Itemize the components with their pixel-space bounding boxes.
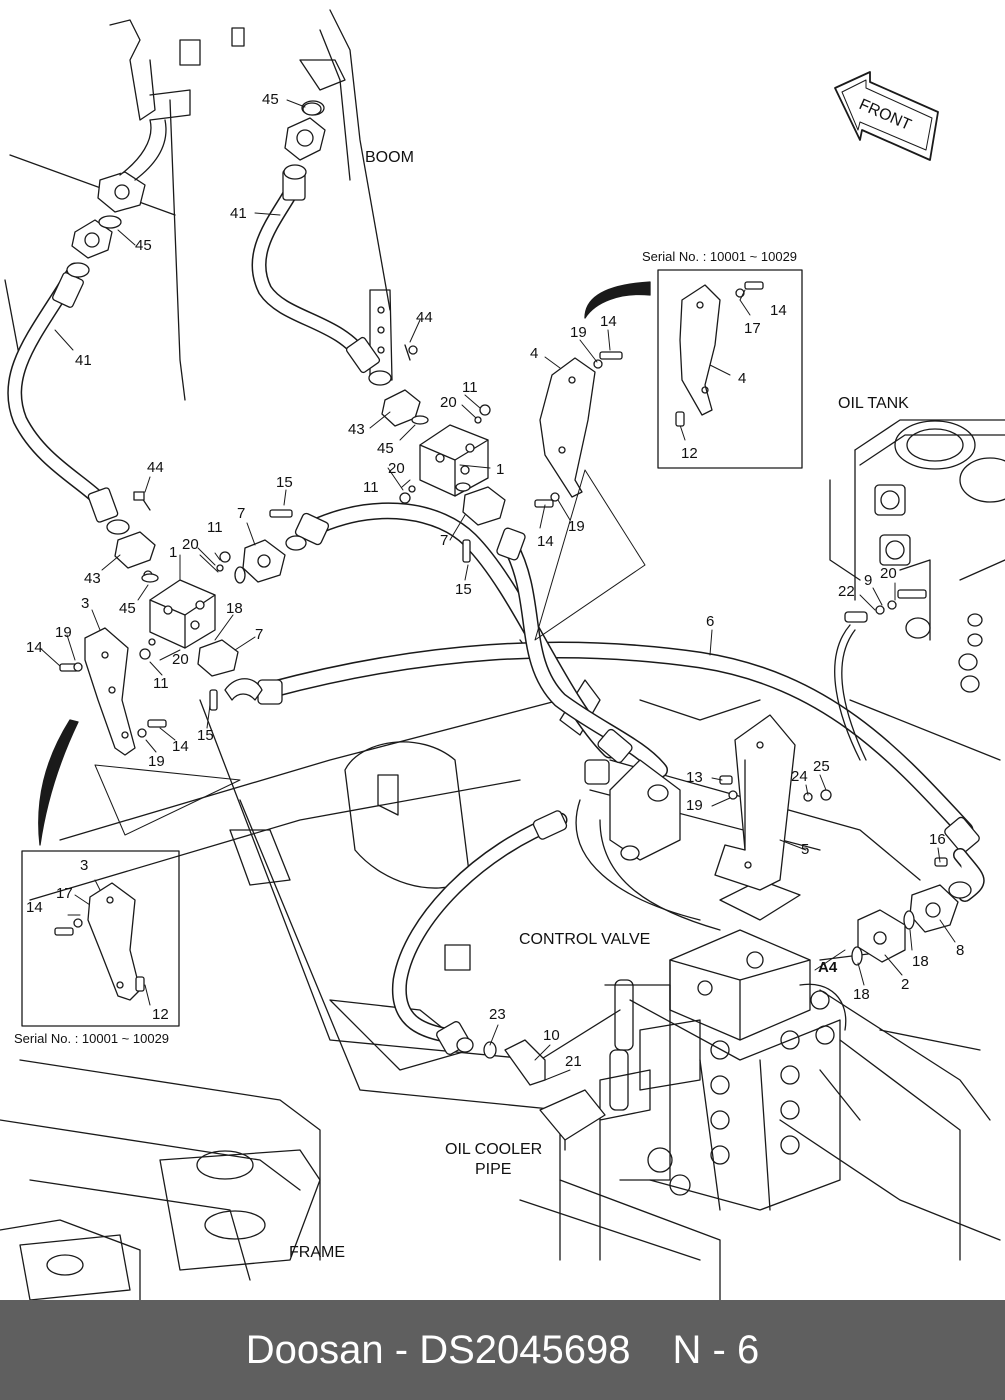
callout-16: 16	[929, 831, 946, 848]
oil-tank-label: OIL TANK	[838, 395, 909, 412]
callout-2: 2	[901, 976, 909, 993]
callout-18: 18	[912, 953, 929, 970]
callout-10: 10	[543, 1027, 560, 1044]
callout-7: 7	[255, 626, 263, 643]
callout-45: 45	[135, 237, 152, 254]
callout-14: 14	[172, 738, 189, 755]
callout-21: 21	[565, 1053, 582, 1070]
callout-19: 19	[148, 753, 165, 770]
hoses	[7, 177, 974, 1043]
control-valve	[599, 929, 847, 1211]
callout-11: 11	[153, 675, 169, 692]
fittings	[52, 164, 985, 1055]
callout-44: 44	[147, 459, 164, 476]
callout-19: 19	[686, 797, 703, 814]
callout-43: 43	[348, 421, 365, 438]
callout-13: 13	[686, 769, 703, 786]
callout-5: 5	[801, 841, 809, 858]
callout-45: 45	[377, 440, 394, 457]
footer-bar: Doosan - DS2045698 N - 6	[0, 1300, 1005, 1400]
callout-14: 14	[26, 639, 43, 656]
callout-4: 4	[530, 345, 538, 362]
inset-top	[584, 269, 803, 469]
callout-41: 41	[75, 352, 92, 369]
callout-18: 18	[853, 986, 870, 1003]
label-layer: BOOM OIL TANK CONTROL VALVE OIL COOLER P…	[14, 91, 964, 1261]
callout-12: 12	[152, 1006, 169, 1023]
callout-41: 41	[230, 205, 247, 222]
callout-7: 7	[440, 532, 448, 549]
callout-17: 17	[56, 885, 73, 902]
callout-23: 23	[489, 1006, 506, 1023]
callout-6: 6	[706, 613, 714, 630]
callout-8: 8	[956, 942, 964, 959]
callout-45: 45	[262, 91, 279, 108]
boom-label: BOOM	[365, 149, 414, 166]
footer-separator: -	[394, 1327, 409, 1372]
callout-20: 20	[182, 536, 199, 553]
callout-9: 9	[864, 572, 872, 589]
callout-14: 14	[770, 302, 787, 319]
callout-22: 22	[838, 583, 855, 600]
boom-structure	[109, 9, 393, 381]
callout-15: 15	[197, 727, 214, 744]
leader-lines	[39, 99, 956, 1081]
callout-25: 25	[813, 758, 830, 775]
part-number: DS2045698	[419, 1327, 631, 1372]
callout-11: 11	[462, 379, 478, 396]
oil-tank	[829, 419, 1005, 693]
callout-20: 20	[880, 565, 897, 582]
frame-label: FRAME	[289, 1244, 345, 1261]
callout-1: 1	[169, 544, 177, 561]
callout-43: 43	[84, 570, 101, 587]
callout-17: 17	[744, 320, 761, 337]
callout-45: 45	[119, 600, 136, 617]
callout-18: 18	[226, 600, 243, 617]
callout-1: 1	[496, 461, 504, 478]
callout-4: 4	[738, 370, 746, 387]
callout-12: 12	[681, 445, 698, 462]
callout-19: 19	[570, 324, 587, 341]
control-valve-label: CONTROL VALVE	[519, 931, 650, 948]
callout-15: 15	[276, 474, 293, 491]
callout-11: 11	[207, 519, 223, 536]
callout-44: 44	[416, 309, 433, 326]
oil-cooler-pipe-label: PIPE	[475, 1161, 511, 1178]
inset-bottom	[21, 719, 180, 1027]
callout-19: 19	[55, 624, 72, 641]
hardware	[59, 102, 948, 1059]
callout-14: 14	[537, 533, 554, 550]
callout-20: 20	[440, 394, 457, 411]
brand-name: Doosan	[245, 1327, 384, 1372]
callout-20: 20	[172, 651, 189, 668]
oil-cooler-label: OIL COOLER	[445, 1141, 542, 1158]
callout-7: 7	[237, 505, 245, 522]
callout-3: 3	[81, 595, 89, 612]
callout-14: 14	[26, 899, 43, 916]
serial-top: Serial No. : 10001 ~ 10029	[642, 249, 797, 264]
callout-19: 19	[568, 518, 585, 535]
flanges-and-blocks	[71, 100, 959, 1151]
callout-15: 15	[455, 581, 472, 598]
page-reference: N - 6	[672, 1327, 760, 1372]
callout-24: 24	[791, 768, 808, 785]
serial-bottom: Serial No. : 10001 ~ 10029	[14, 1031, 169, 1046]
diagram-canvas: BOOM OIL TANK CONTROL VALVE OIL COOLER P…	[0, 9, 1005, 1300]
callout-3: 3	[80, 857, 88, 874]
connection-boxes	[94, 469, 646, 836]
a4-label: A4	[818, 959, 838, 976]
callout-11: 11	[363, 479, 379, 496]
front-arrow-icon	[834, 71, 939, 161]
callout-20: 20	[388, 460, 405, 477]
parts-diagram: BOOM OIL TANK CONTROL VALVE OIL COOLER P…	[0, 9, 1005, 1300]
callout-14: 14	[600, 313, 617, 330]
frame-structure	[0, 99, 1001, 1300]
